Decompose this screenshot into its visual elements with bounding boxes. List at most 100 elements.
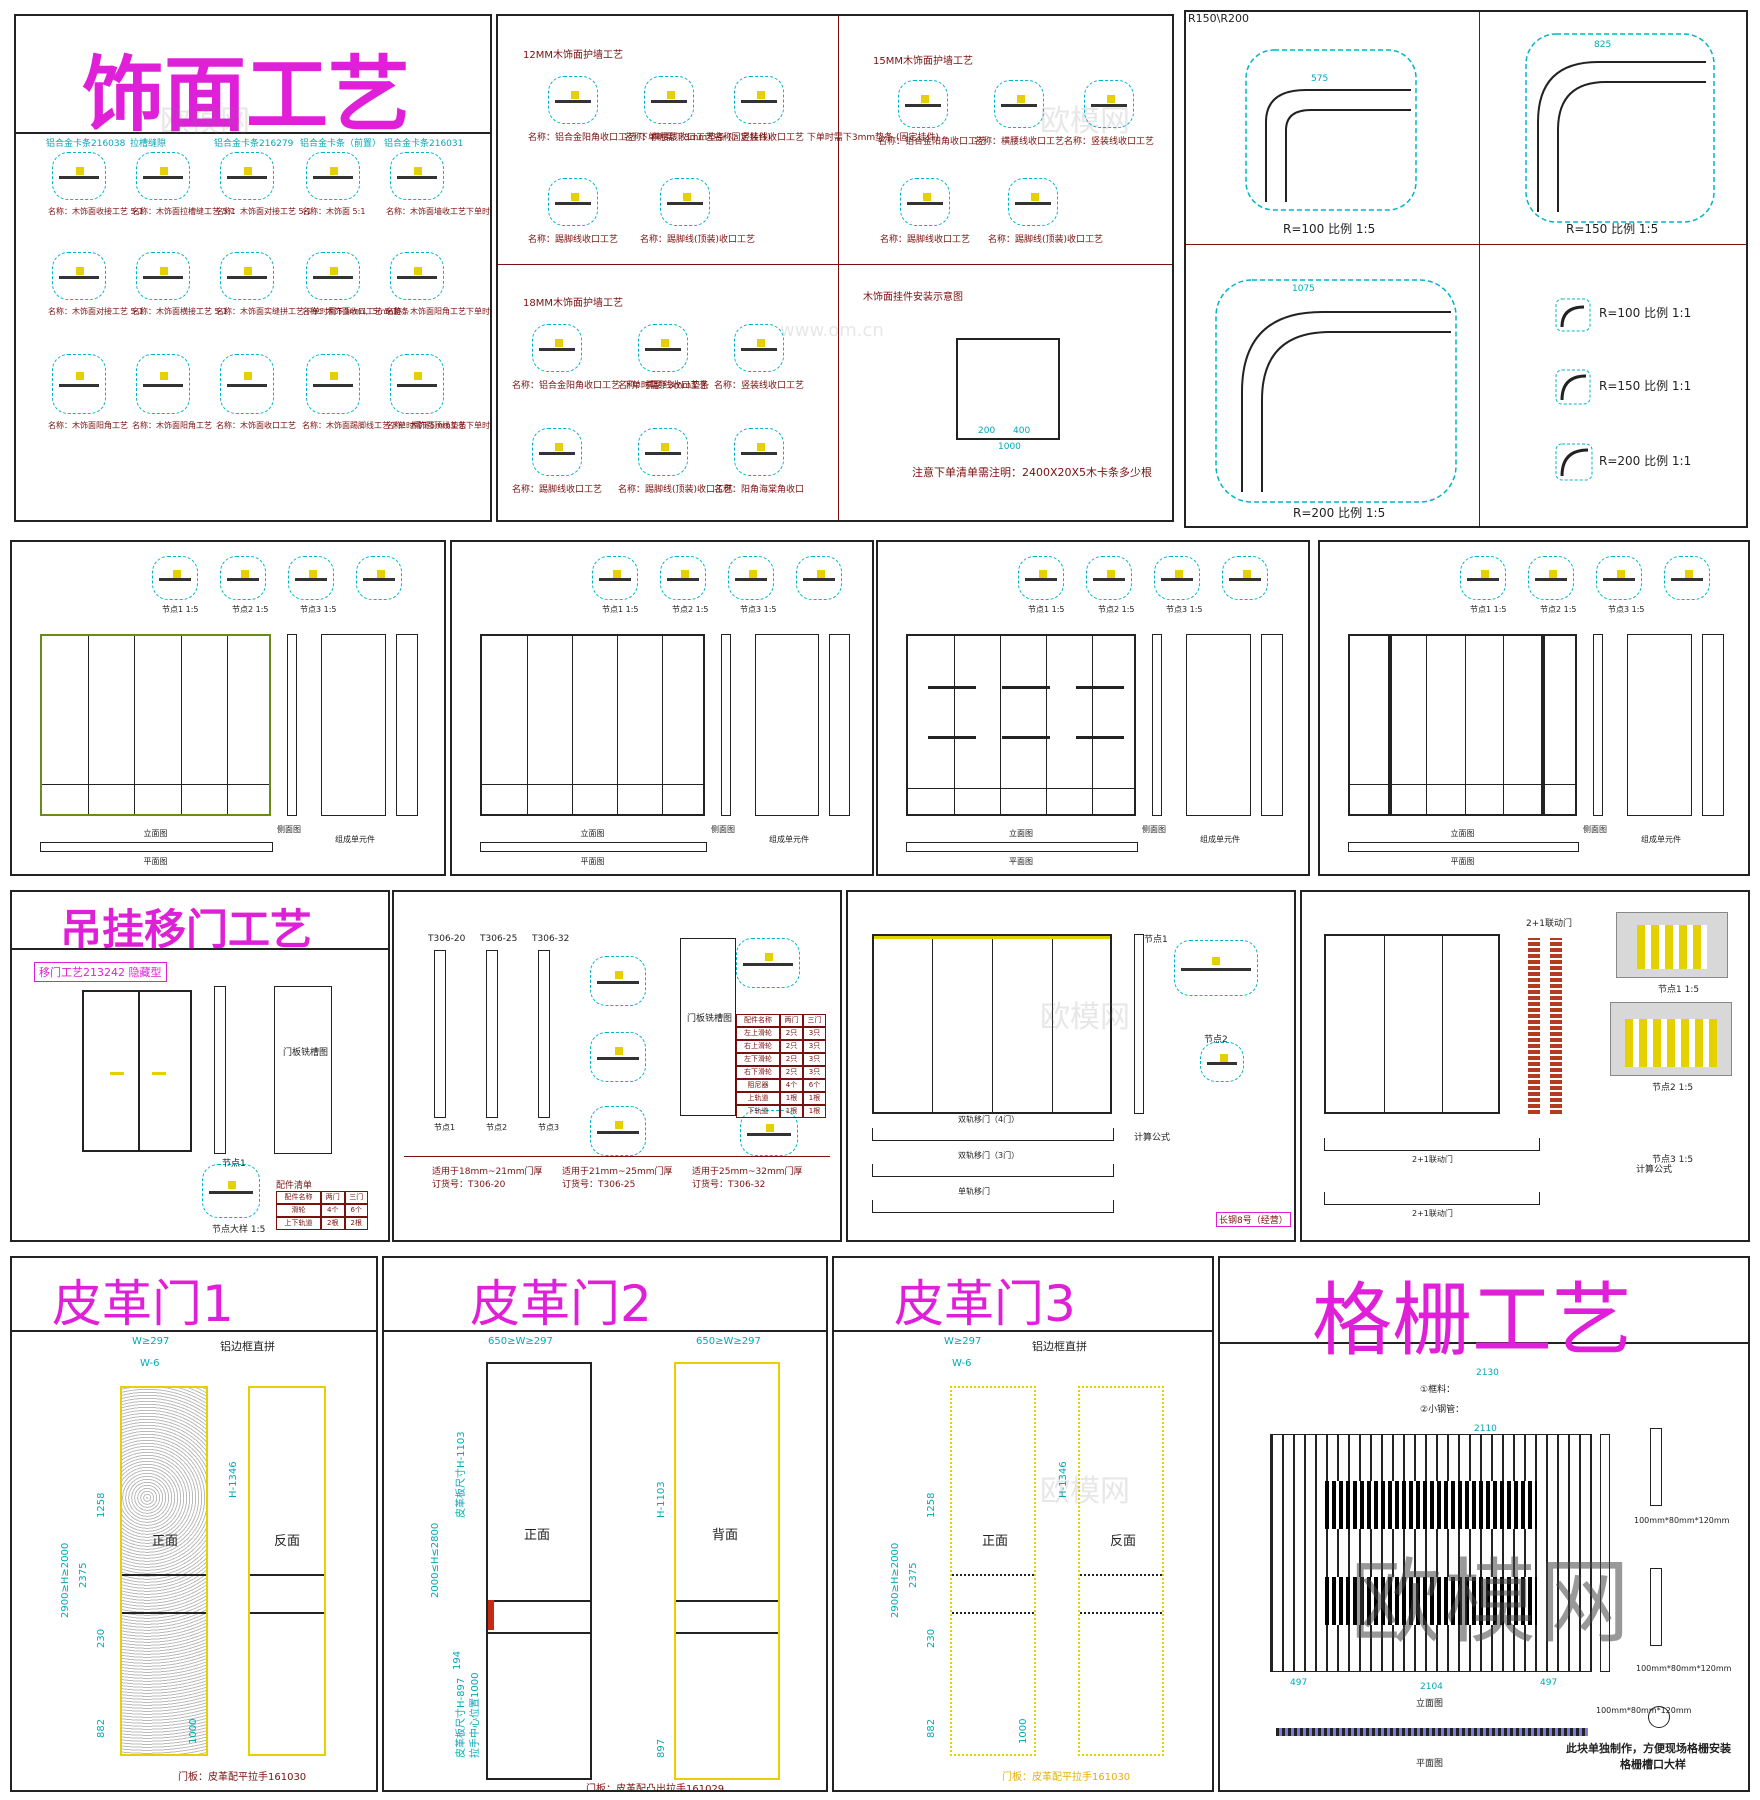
table-cell: 2只 xyxy=(780,1066,803,1079)
node-caption: 名称：横腰线收口工艺 xyxy=(974,137,1065,147)
base-line xyxy=(482,784,703,785)
node-caption: 名称：踢脚线(顶装)收口工艺 xyxy=(640,235,756,245)
dim-label: 1258 xyxy=(926,1492,937,1518)
node-caption: 名称：铝合金阳角收口工艺 xyxy=(878,137,987,147)
node-label: 铝合金卡条（前置） xyxy=(300,139,382,149)
detail-node xyxy=(390,252,444,300)
hanging-diagram: 200 400 1000 xyxy=(956,338,1060,452)
detail-node xyxy=(1008,178,1058,226)
node-caption: 名称：横腰线收口工艺 xyxy=(618,381,709,391)
dim-label: 2104 xyxy=(1420,1682,1443,1692)
door-divider xyxy=(1092,636,1093,814)
table-cell: 2根 xyxy=(344,1217,368,1230)
front-elevation xyxy=(40,634,271,816)
grille-side xyxy=(1600,1434,1610,1672)
door-back: 背面 xyxy=(674,1362,780,1780)
side-elevation xyxy=(287,634,297,816)
unit-label: 组成单元件 xyxy=(769,835,809,844)
watermark: 欧模网 xyxy=(1040,1000,1130,1035)
table-row: 配件名称两门三门 xyxy=(736,1014,826,1027)
width-label: W≥297 xyxy=(944,1336,982,1347)
panel-header xyxy=(16,16,490,134)
dim-label: 230 xyxy=(926,1628,937,1648)
door-divider xyxy=(527,636,528,814)
radius-drawings xyxy=(1215,33,1715,503)
arc-r150 xyxy=(1537,61,1706,212)
track-profile xyxy=(434,950,446,1118)
detail-node xyxy=(390,152,444,200)
mini-arc-100 xyxy=(1560,305,1585,328)
detail-node xyxy=(220,252,274,300)
detail-node xyxy=(796,556,842,600)
unit-label: 组成单元件 xyxy=(1641,835,1681,844)
dim-label: 2130 xyxy=(1476,1368,1499,1378)
node-caption: 名称：木饰面对接工艺 5:1 xyxy=(216,207,312,216)
detail-node xyxy=(638,428,688,476)
detail-node xyxy=(52,252,106,300)
side-label: 侧面图 xyxy=(1583,825,1607,834)
track-detail xyxy=(1610,1002,1732,1076)
table-cell: 1根 xyxy=(780,1092,803,1105)
table-cell: 下轨道 xyxy=(736,1105,780,1118)
dim-label: 2900≥H≥2000 xyxy=(60,1542,71,1618)
detail-node xyxy=(1528,556,1574,600)
detail-node xyxy=(590,956,646,1006)
dim-label: 皮革板尺寸H-1103 xyxy=(456,1431,467,1518)
divider xyxy=(404,1156,830,1157)
dim-label: 皮革板尺寸H-897 xyxy=(456,1677,467,1758)
detail-node xyxy=(136,252,190,300)
panel-header xyxy=(384,1258,826,1332)
node-caption: 名称：铝合金阳角收口工艺 下单时需下3mm垫条 xyxy=(512,381,710,391)
width-label: 650≥W≥297 xyxy=(696,1336,761,1347)
plan-strip xyxy=(40,842,273,852)
unit-label: 组成单元件 xyxy=(1200,835,1240,844)
mini-corner-150 xyxy=(1555,369,1591,405)
detail-node xyxy=(1596,556,1642,600)
track-plan xyxy=(872,1128,1114,1141)
track-profile xyxy=(486,950,498,1118)
tube-profile xyxy=(1650,1428,1662,1506)
dim-label: 200 xyxy=(978,426,996,436)
section-18mm: 18MM木饰面护墙工艺 xyxy=(523,298,623,309)
detail-node xyxy=(220,152,274,200)
radius-frame-100 xyxy=(1245,49,1417,211)
detail-node xyxy=(660,178,710,226)
door-divider xyxy=(1388,636,1393,814)
panel-title: 格栅工艺 xyxy=(1312,1274,1632,1367)
table-cell: 左下滑轮 xyxy=(736,1053,780,1066)
door-divider xyxy=(617,636,618,814)
watermark: 欧模网 xyxy=(1350,1549,1633,1656)
plan-label: 平面图 xyxy=(1416,1759,1444,1769)
node-caption: 名称：木饰面收口工艺 5:1 xyxy=(302,307,398,316)
mini-arc-150 xyxy=(1560,374,1587,401)
node-caption: 名称：竖装线收口工艺 xyxy=(1064,137,1155,147)
node-label: 节点2 1:5 xyxy=(1652,1083,1694,1093)
detail-node xyxy=(1086,556,1132,600)
unit-panel xyxy=(321,634,386,816)
side-elevation xyxy=(1152,634,1162,816)
width-label: W-6 xyxy=(952,1358,972,1369)
front-label: 立面图 xyxy=(580,829,605,838)
door-elevation xyxy=(1324,934,1500,1114)
table-cell: 滑轮 xyxy=(276,1204,321,1217)
scale-r200: R=200 比例 1:5 xyxy=(1293,506,1386,520)
door-front: 正面 xyxy=(120,1386,208,1756)
detail-node xyxy=(660,556,706,600)
front-label: 正面 xyxy=(524,1528,551,1543)
node-label: 铝合金卡条216038 xyxy=(46,139,126,149)
plan-strip xyxy=(480,842,707,852)
dim-label: 2900≥H≥2000 xyxy=(890,1542,901,1618)
node-caption: 名称：木饰面对接工艺 5:1 xyxy=(48,307,144,316)
dim-label: 497 xyxy=(1540,1678,1558,1688)
node-detail xyxy=(1174,940,1258,996)
panel-title: 皮革门3 xyxy=(894,1275,1076,1333)
width-label: 650≥W≥297 xyxy=(488,1336,553,1347)
dim-label: 2375 xyxy=(78,1562,89,1588)
width-label: W≥297 xyxy=(132,1336,170,1347)
door-divider xyxy=(1540,636,1545,814)
